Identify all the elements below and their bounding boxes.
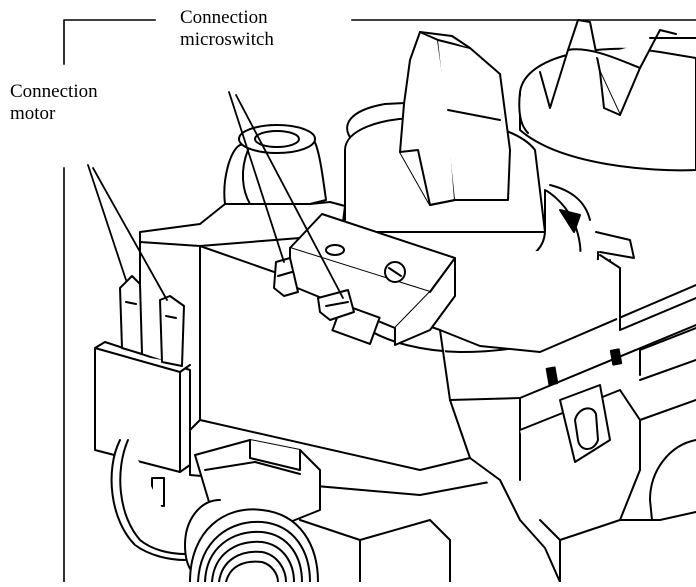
callout-frame	[64, 20, 696, 582]
main-knob	[345, 32, 545, 232]
label-microswitch-line2: microswitch	[180, 29, 274, 50]
leader-lines	[88, 92, 343, 300]
label-connection-motor: Connection motor	[10, 81, 104, 127]
microswitch	[274, 214, 455, 345]
pilot-tube	[224, 125, 326, 204]
threaded-inlet	[190, 509, 318, 582]
label-motor-line1: Connection	[10, 81, 98, 102]
label-motor-line2: motor	[10, 103, 56, 124]
label-microswitch-line1: Connection	[180, 7, 268, 28]
rear-knob	[519, 20, 696, 170]
motor-connector	[95, 276, 190, 560]
label-connection-microswitch: Connection microswitch	[178, 7, 278, 51]
